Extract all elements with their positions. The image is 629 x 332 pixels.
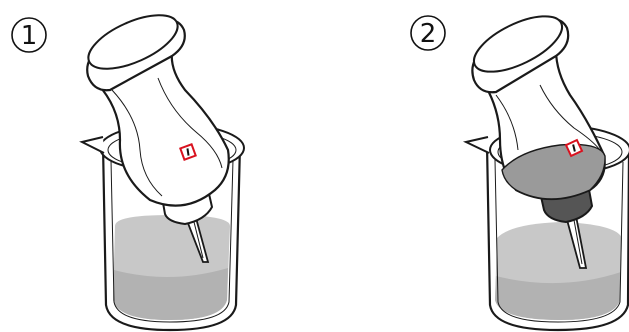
circled-number-icon: 1 [11,17,47,53]
step-2-number: 2 [420,19,437,49]
step-2: 2 [410,15,629,332]
dispenser-bottle [86,14,230,263]
step-1: 1 [11,14,245,332]
step-1-number: 1 [21,21,38,51]
dispenser-bottle [471,15,606,269]
hazard-label-icon [564,138,584,158]
hazard-label-icon [179,143,197,161]
circled-number-icon: 2 [410,15,446,51]
